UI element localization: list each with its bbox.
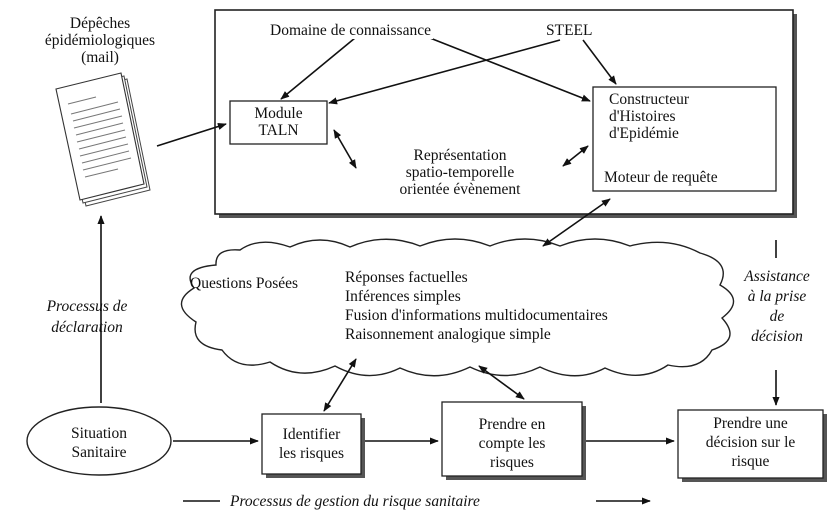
representation-label: Représentation spatio-temporelle orienté… xyxy=(356,147,564,198)
prendre-decision-box xyxy=(677,409,824,479)
constructeur-line-1: Constructeur xyxy=(609,91,690,108)
representation-line-2: spatio-temporelle xyxy=(405,164,515,181)
arrow-cloud-prendre xyxy=(478,365,525,400)
prendre-compte-line-3: risques xyxy=(490,454,534,471)
prendre-decision-line-1: Prendre une xyxy=(713,415,788,432)
identifier-label: Identifier les risques xyxy=(262,425,361,463)
module-line-1: Module xyxy=(254,105,303,122)
steel-label: STEEL xyxy=(544,22,595,39)
situation-line-2: Sanitaire xyxy=(71,444,127,461)
moteur-label: Moteur de requête xyxy=(604,169,718,186)
assistance-label: Assistance à la prise de décision xyxy=(722,267,832,347)
situation-line-1: Situation xyxy=(71,425,127,442)
identifier-line-2: les risques xyxy=(278,445,344,462)
depeches-line-1: Dépêches xyxy=(69,15,131,32)
arrow-domaine-module xyxy=(280,37,356,100)
assistance-line-4: décision xyxy=(751,328,803,345)
prendre-compte-box xyxy=(441,401,583,477)
arrow-depeches-module xyxy=(156,123,227,147)
situation-label: Situation Sanitaire xyxy=(40,424,158,462)
constructeur-line-3: d'Epidémie xyxy=(609,125,679,142)
assistance-line-3: de xyxy=(769,308,785,325)
arrow-steel-constructeur xyxy=(582,39,617,85)
processus-declaration-line-2: déclaration xyxy=(51,319,123,336)
reponses-list: Réponses factuelles Inférences simples F… xyxy=(345,268,608,344)
arrow-cloud-identifier xyxy=(323,358,357,412)
prendre-decision-line-3: risque xyxy=(731,453,770,470)
arrow-moteur-cloud xyxy=(542,198,611,247)
processus-declaration-line-1: Processus de xyxy=(46,298,128,315)
document-stack-icon xyxy=(55,72,151,207)
assistance-line-1: Assistance xyxy=(744,268,810,285)
processus-gestion-label: Processus de gestion du risque sanitaire xyxy=(230,493,480,510)
reponses-item-1: Réponses factuelles xyxy=(345,269,468,286)
depeches-line-3: (mail) xyxy=(81,49,119,66)
constructeur-line-2: d'Histoires xyxy=(609,108,676,125)
constructeur-label: Constructeur d'Histoires d'Epidémie xyxy=(609,91,689,142)
representation-line-1: Représentation xyxy=(413,147,507,164)
arrow-representation-constructeur xyxy=(562,145,589,167)
situation-ellipse xyxy=(26,406,172,476)
questions-cloud xyxy=(180,238,735,377)
module-line-2: TALN xyxy=(258,122,299,139)
processus-declaration-label: Processus de déclaration xyxy=(14,296,160,338)
prendre-decision-line-2: décision sur le xyxy=(705,434,796,451)
identifier-line-1: Identifier xyxy=(282,426,341,443)
prendre-decision-label: Prendre une décision sur le risque xyxy=(678,414,823,471)
assistance-line-2: à la prise xyxy=(747,288,807,305)
depeches-line-2: épidémiologiques xyxy=(44,32,156,49)
reponses-item-2: Inférences simples xyxy=(345,288,461,305)
constructeur-box xyxy=(592,86,777,192)
prendre-compte-line-2: compte les xyxy=(478,435,546,452)
arrow-steel-module xyxy=(328,39,561,105)
reponses-item-4: Raisonnement analogique simple xyxy=(345,326,551,343)
questions-label: Questions Posées xyxy=(190,275,299,292)
identifier-box xyxy=(261,413,362,475)
module-taln-label: Module TALN xyxy=(231,105,326,139)
prendre-compte-label: Prendre en compte les risques xyxy=(442,415,582,472)
arrow-module-representation xyxy=(333,129,357,169)
reponses-item-3: Fusion d'informations multidocumentaires xyxy=(345,307,608,324)
prendre-compte-line-1: Prendre en xyxy=(478,416,546,433)
arrow-domaine-constructeur xyxy=(429,37,591,102)
depeches-label: Dépêches épidémiologiques (mail) xyxy=(22,15,178,66)
module-taln-box xyxy=(229,100,328,145)
domaine-label: Domaine de connaissance xyxy=(268,22,433,39)
representation-line-3: orientée évènement xyxy=(399,181,521,198)
